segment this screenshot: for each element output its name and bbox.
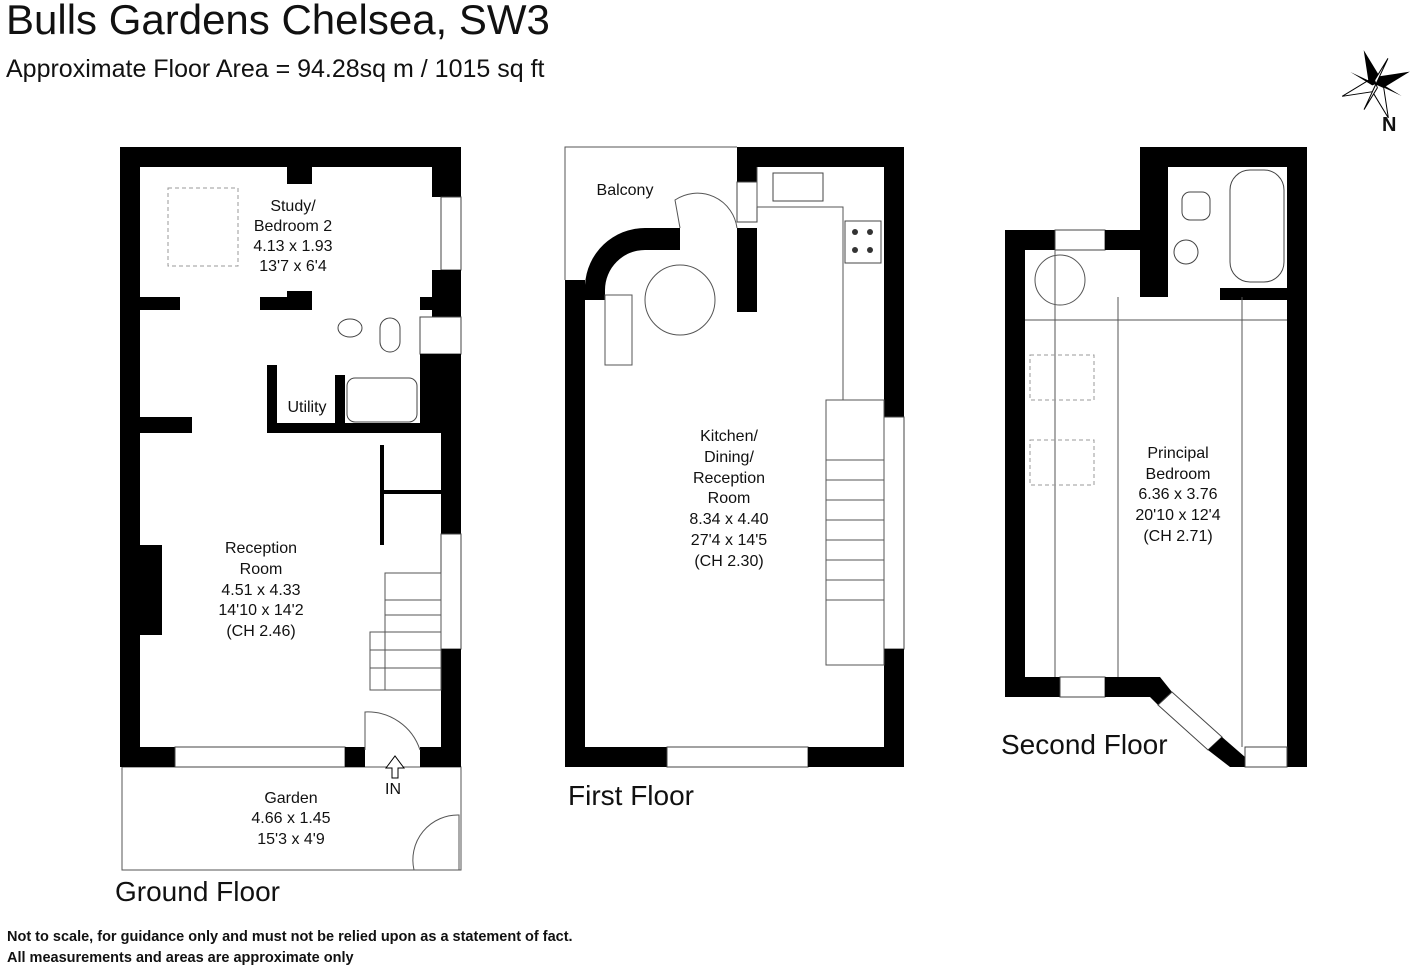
svg-text:Bedroom 2: Bedroom 2 (254, 218, 332, 235)
entrance-label: IN (385, 781, 401, 798)
svg-text:Room: Room (708, 490, 751, 507)
disclaimer-line-1: Not to scale, for guidance only and must… (7, 929, 573, 945)
svg-text:Principal: Principal (1147, 445, 1208, 462)
svg-text:Reception: Reception (693, 470, 765, 487)
disclaimer-line-2: All measurements and areas are approxima… (7, 950, 354, 966)
compass-north-label: N (1382, 114, 1396, 136)
svg-text:13'7 x 6'4: 13'7 x 6'4 (259, 258, 327, 275)
compass-rose-icon (1341, 50, 1410, 119)
svg-text:(CH 2.46): (CH 2.46) (226, 623, 295, 640)
svg-text:6.36 x 3.76: 6.36 x 3.76 (1138, 486, 1217, 503)
svg-text:15'3 x 4'9: 15'3 x 4'9 (257, 831, 325, 848)
reception-room-label: Reception Room 4.51 x 4.33 14'10 x 14'2 … (218, 540, 303, 640)
study-label: Study/ Bedroom 2 4.13 x 1.93 13'7 x 6'4 (253, 198, 332, 275)
page-title: Bulls Gardens Chelsea, SW3 (6, 0, 550, 43)
svg-text:Bedroom: Bedroom (1146, 466, 1211, 483)
svg-text:Garden: Garden (264, 790, 317, 807)
svg-text:4.51 x 4.33: 4.51 x 4.33 (221, 582, 300, 599)
svg-text:Study/: Study/ (270, 198, 316, 215)
second-floor-label: Second Floor (1001, 729, 1168, 760)
utility-label: Utility (287, 399, 326, 416)
balcony-label: Balcony (597, 182, 654, 199)
svg-text:27'4 x 14'5: 27'4 x 14'5 (691, 532, 767, 549)
floor-area-subtitle: Approximate Floor Area = 94.28sq m / 101… (6, 55, 545, 83)
svg-text:4.66 x 1.45: 4.66 x 1.45 (251, 810, 330, 827)
kitchen-dining-reception-label: Kitchen/ Dining/ Reception Room 8.34 x 4… (689, 428, 768, 570)
first-floor-label: First Floor (568, 780, 694, 811)
principal-bedroom-label: Principal Bedroom 6.36 x 3.76 20'10 x 12… (1135, 445, 1220, 545)
ground-floor-label: Ground Floor (115, 876, 280, 907)
first-floor-plan (564, 146, 905, 768)
garden-label: Garden 4.66 x 1.45 15'3 x 4'9 (251, 790, 330, 848)
svg-text:4.13 x 1.93: 4.13 x 1.93 (253, 238, 332, 255)
svg-text:(CH 2.71): (CH 2.71) (1143, 528, 1212, 545)
svg-text:Kitchen/: Kitchen/ (700, 428, 758, 445)
second-floor-plan (1005, 147, 1307, 768)
svg-text:20'10 x 12'4: 20'10 x 12'4 (1135, 507, 1220, 524)
svg-text:Room: Room (240, 561, 283, 578)
svg-text:Reception: Reception (225, 540, 297, 557)
svg-text:8.34 x 4.40: 8.34 x 4.40 (689, 511, 768, 528)
ground-floor-plan (120, 147, 462, 871)
svg-text:Dining/: Dining/ (704, 449, 754, 466)
svg-text:14'10 x 14'2: 14'10 x 14'2 (218, 602, 303, 619)
svg-text:(CH 2.30): (CH 2.30) (694, 553, 763, 570)
